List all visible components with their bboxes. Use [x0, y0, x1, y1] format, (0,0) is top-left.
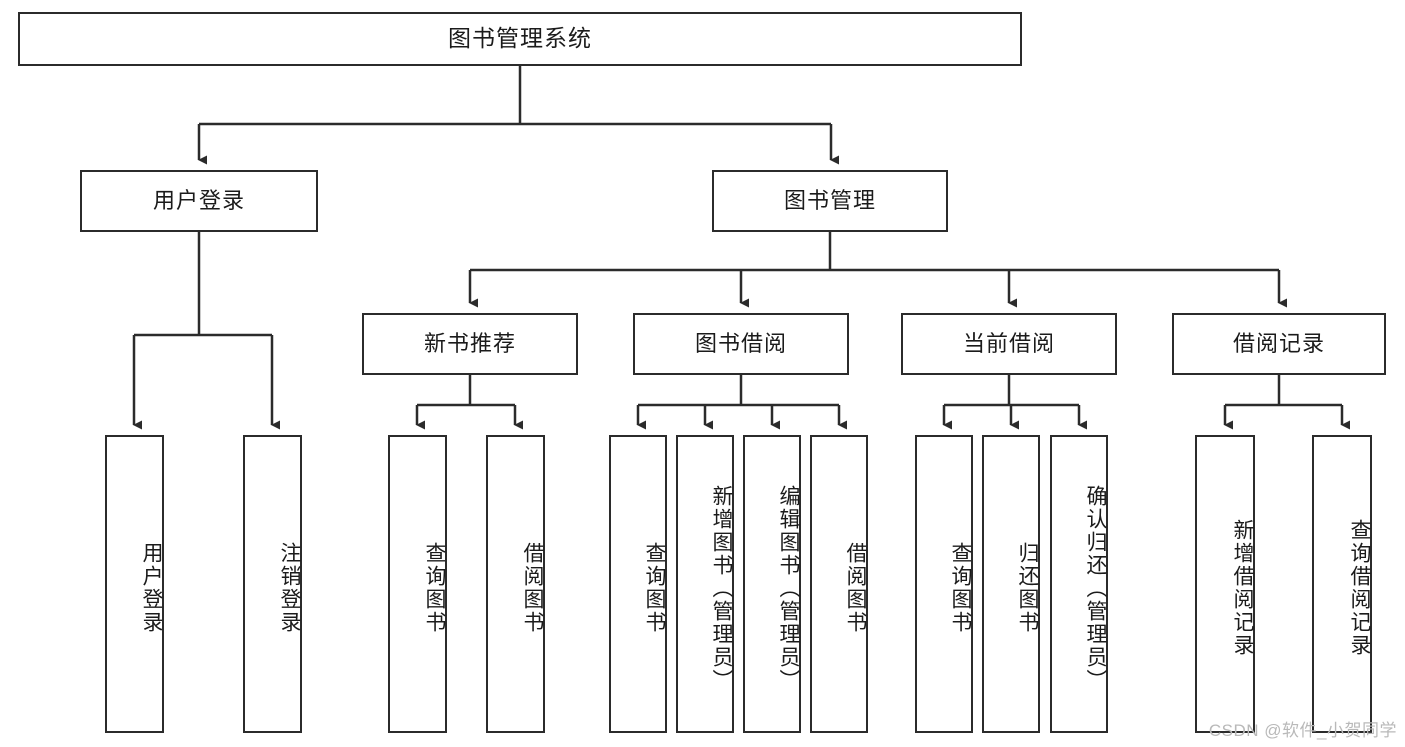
- node-leaf-add-book-label: 新增图书（管理员）: [710, 484, 733, 692]
- node-leaf-query-book-current[interactable]: 查询图书: [915, 435, 973, 733]
- connector-root-to-level1: [197, 66, 839, 165]
- node-book-manage-label: 图书管理: [783, 187, 876, 213]
- csdn-watermark: CSDN @软件_小贺同学: [1208, 721, 1397, 740]
- node-user-login-label: 用户登录: [152, 187, 245, 213]
- node-leaf-return-book[interactable]: 归还图书: [982, 435, 1040, 733]
- node-leaf-confirm-return-label: 确认归还（管理员）: [1084, 484, 1107, 692]
- node-leaf-confirm-return[interactable]: 确认归还（管理员）: [1050, 435, 1108, 733]
- node-leaf-borrow-book[interactable]: 借阅图书: [810, 435, 868, 733]
- connector-current-borrow-to-leaves: [942, 375, 1087, 430]
- node-leaf-add-record[interactable]: 新增借阅记录: [1195, 435, 1255, 733]
- node-leaf-logout[interactable]: 注销登录: [243, 435, 302, 733]
- node-leaf-borrow-book-rec[interactable]: 借阅图书: [486, 435, 545, 733]
- node-book-borrow[interactable]: 图书借阅: [633, 313, 849, 375]
- node-leaf-user-login[interactable]: 用户登录: [105, 435, 164, 733]
- node-borrow-record-label: 借阅记录: [1232, 330, 1325, 356]
- node-current-borrow-label: 当前借阅: [962, 330, 1055, 356]
- node-leaf-edit-book-label: 编辑图书（管理员）: [777, 484, 800, 692]
- node-leaf-logout-label: 注销登录: [278, 542, 301, 634]
- node-new-book-rec-label: 新书推荐: [423, 330, 516, 356]
- node-leaf-borrow-book-rec-label: 借阅图书: [521, 542, 544, 634]
- node-current-borrow[interactable]: 当前借阅: [901, 313, 1117, 375]
- node-leaf-query-book-current-label: 查询图书: [949, 542, 972, 634]
- connector-book-manage-to-level2: [468, 232, 1287, 308]
- node-leaf-query-book-rec[interactable]: 查询图书: [388, 435, 447, 733]
- node-leaf-query-book-borrow[interactable]: 查询图书: [609, 435, 667, 733]
- node-leaf-user-login-label: 用户登录: [140, 542, 163, 634]
- node-leaf-query-record-label: 查询借阅记录: [1348, 519, 1371, 657]
- node-leaf-query-book-rec-label: 查询图书: [423, 542, 446, 634]
- node-leaf-query-record[interactable]: 查询借阅记录: [1312, 435, 1372, 733]
- node-root[interactable]: 图书管理系统: [18, 12, 1022, 66]
- node-leaf-add-record-label: 新增借阅记录: [1231, 519, 1254, 657]
- node-leaf-borrow-book-label: 借阅图书: [844, 542, 867, 634]
- node-book-borrow-label: 图书借阅: [694, 330, 787, 356]
- node-leaf-add-book[interactable]: 新增图书（管理员）: [676, 435, 734, 733]
- connector-user-login-to-leaves: [132, 232, 280, 430]
- node-root-label: 图书管理系统: [448, 25, 592, 52]
- node-new-book-rec[interactable]: 新书推荐: [362, 313, 578, 375]
- node-borrow-record[interactable]: 借阅记录: [1172, 313, 1386, 375]
- node-leaf-return-book-label: 归还图书: [1016, 542, 1039, 634]
- node-leaf-query-book-borrow-label: 查询图书: [643, 542, 666, 634]
- connector-new-book-rec-to-leaves: [415, 375, 523, 430]
- node-book-manage[interactable]: 图书管理: [712, 170, 948, 232]
- node-leaf-edit-book[interactable]: 编辑图书（管理员）: [743, 435, 801, 733]
- connector-book-borrow-to-leaves: [636, 375, 847, 430]
- node-user-login[interactable]: 用户登录: [80, 170, 318, 232]
- connector-borrow-record-to-leaves: [1223, 375, 1350, 430]
